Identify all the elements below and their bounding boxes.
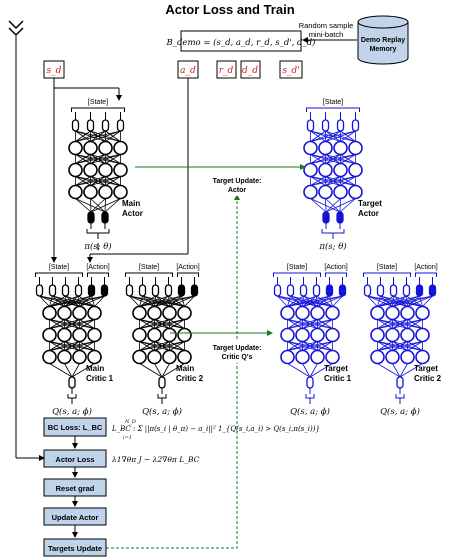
tcritic2-action-label: [Action]	[414, 264, 437, 271]
main-critic1-net-label-line2: Critic 1	[86, 374, 114, 383]
main-actor-net-label-line1: Main	[122, 199, 140, 208]
target-critic1-net-label-line1: Target	[324, 364, 348, 373]
svg-text:d_d: d_d	[242, 66, 258, 76]
sample-note-line1: Random sample	[299, 21, 354, 30]
targets-update-box	[43, 538, 107, 557]
bc-formula: L_BC : Σ ||π(s_i | θ_π) − a_i||² 1_{Q(s_…	[111, 425, 320, 433]
target-update-critic-line1: Target Update:	[213, 345, 262, 352]
main-critic1-net-output: Q(s, a; ϕ)	[52, 406, 92, 417]
batch-formula: B_demo = (s_d, a_d, r_d, s_d', d_d)	[165, 37, 315, 48]
bc-loss-label: BC Loss: L_BC	[48, 423, 103, 432]
batch-formula-box	[180, 30, 302, 52]
svg-text:s_d': s_d'	[282, 66, 299, 76]
demo-replay-memory: Demo Replay Memory	[357, 15, 409, 65]
target-update-actor-line2: Actor	[228, 187, 247, 194]
target-actor-net-output: π(s; θ)	[318, 241, 346, 252]
tcritic2-state-label: [State]	[377, 264, 397, 271]
memory-line2: Memory	[370, 46, 397, 53]
target-actor-state-label: [State]	[323, 99, 343, 106]
tcritic1-state-label: [State]	[287, 264, 307, 271]
target-update-critic-line2: Critic Q's	[222, 354, 253, 361]
var-a-d: a_d	[177, 60, 199, 79]
target-critic1-net-label-line2: Critic 1	[324, 374, 352, 383]
target-critic2-net-output: Q(s, a; ϕ)	[380, 406, 420, 417]
actor-formula: λ1∇θπ J − λ2∇θπ L_BC	[111, 455, 200, 464]
actor-loss-label: Actor Loss	[55, 455, 94, 464]
critic2-state-label: [State]	[139, 264, 159, 271]
chevron-down-icon	[8, 20, 24, 37]
critic1-state-label: [State]	[49, 264, 69, 271]
svg-text:s_d: s_d	[47, 66, 62, 76]
target-update-actor-line1: Target Update:	[213, 178, 262, 185]
memory-line1: Demo Replay	[361, 37, 405, 44]
svg-text:a_d: a_d	[180, 66, 196, 76]
critic1-action-label: [Action]	[86, 264, 109, 271]
main-critic2-net-label-line2: Critic 2	[176, 374, 204, 383]
reset-grad-label: Reset grad	[56, 484, 95, 493]
target-actor-net-label-line1: Target	[358, 199, 382, 208]
targets-update-label: Targets Update	[48, 544, 102, 553]
tcritic1-action-label: [Action]	[324, 264, 347, 271]
var-d-d: d_d	[240, 60, 261, 79]
diagram-title: Actor Loss and Train	[165, 2, 294, 17]
var-s-d-prime: s_d'	[279, 60, 303, 79]
sample-note-line2: mini-batch	[309, 30, 344, 39]
svg-text:r_d: r_d	[219, 66, 234, 76]
target-critic1-net-output: Q(s, a; ϕ)	[290, 406, 330, 417]
update-actor-label: Update Actor	[52, 513, 99, 522]
bc-sum-top: N_D	[124, 419, 136, 425]
var-s-d: s_d	[43, 60, 65, 79]
bc-sum-bottom: i=1	[123, 435, 132, 441]
target-actor-net-label-line2: Actor	[358, 209, 379, 218]
main-critic1-net-label-line1: Main	[86, 364, 104, 373]
main-actor-net-label-line2: Actor	[122, 209, 143, 218]
main-actor-state-label: [State]	[88, 99, 108, 106]
target-critic2-net-label-line2: Critic 2	[414, 374, 442, 383]
main-critic2-net-label-line1: Main	[176, 364, 194, 373]
var-r-d: r_d	[216, 60, 237, 79]
target-critic2-net-label-line1: Target	[414, 364, 438, 373]
critic2-action-label: [Action]	[176, 264, 199, 271]
main-critic2-net-output: Q(s, a; ϕ)	[142, 406, 182, 417]
